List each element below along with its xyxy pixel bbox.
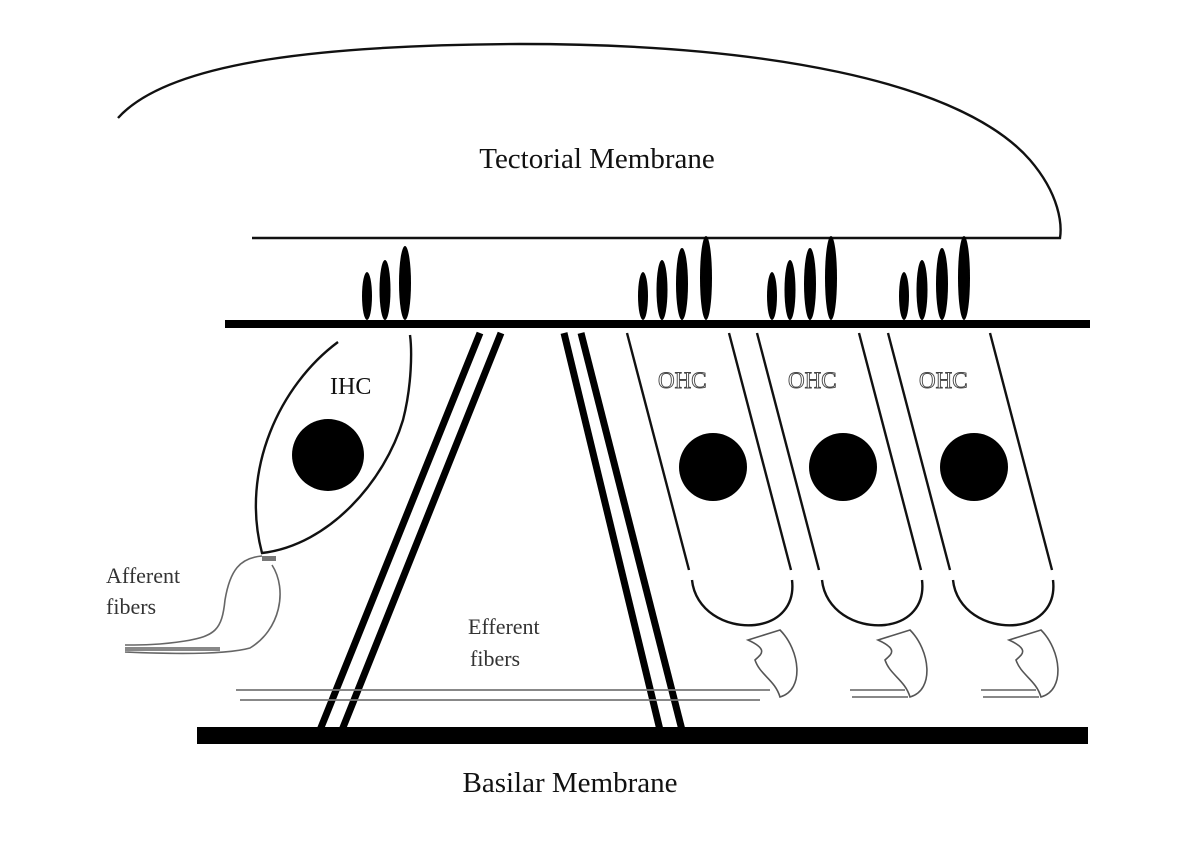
ohc-wall-right — [988, 332, 1054, 571]
efferent-fibers — [236, 689, 770, 701]
ohc-wall-left — [886, 332, 952, 571]
efferent-ending — [875, 629, 928, 698]
ohc-nucleus — [940, 433, 1008, 501]
ihc-stereocilia — [362, 246, 411, 320]
ohc-base — [951, 579, 1055, 627]
afferent-label-2: fibers — [106, 594, 156, 619]
outer-hair-cell-3: OHC — [886, 332, 1059, 698]
efferent-ending — [745, 629, 798, 698]
efferent-ending — [1006, 629, 1059, 698]
afferent-synapse — [262, 556, 276, 561]
ihc-nucleus — [292, 419, 364, 491]
basilar-membrane — [197, 727, 1088, 744]
ohc-wall-right — [727, 332, 793, 571]
ohc-wall-right — [857, 332, 923, 571]
ihc-label: IHC — [330, 374, 371, 400]
efferent-label-1: Efferent — [468, 614, 540, 639]
ohc-base — [820, 579, 924, 627]
ohc-label: OHC — [658, 368, 707, 393]
ohc-stereocilia-1 — [638, 236, 712, 320]
tectorial-membrane-label: Tectorial Membrane — [479, 143, 715, 175]
ohc-nucleus — [679, 433, 747, 501]
inner-pillar — [316, 331, 505, 732]
ohc-wall-left — [625, 332, 691, 571]
ohc-stereocilia-2 — [767, 236, 837, 320]
ohc-label: OHC — [788, 368, 837, 393]
outer-hair-cell-1: OHC — [625, 332, 798, 698]
ohc-wall-left — [755, 332, 821, 571]
basilar-membrane-label: Basilar Membrane — [462, 767, 677, 799]
ohc-base — [690, 579, 794, 627]
outer-pillar — [560, 332, 686, 731]
ohc-nucleus — [809, 433, 877, 501]
tectorial-membrane — [117, 42, 1062, 240]
inner-hair-cell — [254, 334, 413, 555]
efferent-label-2: fibers — [470, 646, 520, 671]
outer-hair-cell-2: OHC — [755, 332, 928, 698]
ohc-label: OHC — [919, 368, 968, 393]
afferent-fiber-outer — [124, 564, 281, 655]
afferent-label-1: Afferent — [106, 563, 180, 588]
afferent-fiber — [124, 555, 263, 646]
ohc-stereocilia-3 — [899, 236, 970, 320]
